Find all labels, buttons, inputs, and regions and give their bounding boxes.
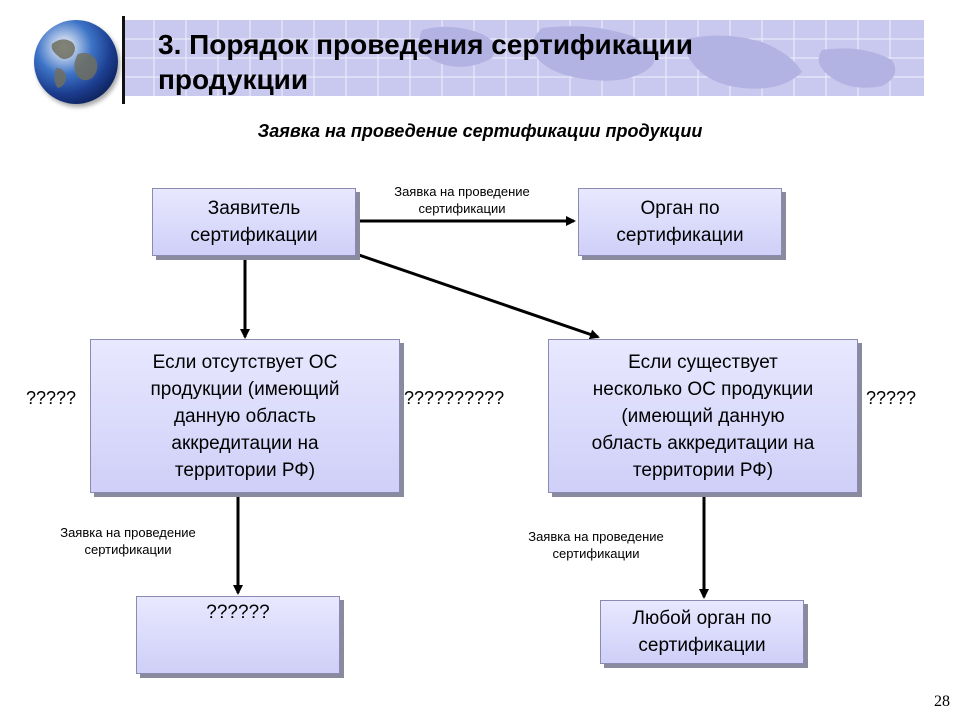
several-os-line-1: Если существует — [628, 351, 778, 373]
arrow-applicant-to-several — [355, 252, 600, 340]
top-arrow-label-line-1: Заявка на проведение — [394, 184, 530, 199]
several-os-box: Если существует несколько ОС продукции (… — [548, 339, 858, 493]
cert-body-line-1: Орган по — [640, 198, 720, 219]
no-os-line-3: данную область — [173, 405, 316, 427]
unknown-box-text: ?????? — [206, 602, 270, 623]
any-body-line-1: Любой орган по — [632, 608, 772, 629]
globe-icon — [34, 20, 118, 104]
right-arrow-label-line-2: сертификации — [552, 546, 640, 561]
cert-body-line-2: сертификации — [616, 225, 744, 246]
world-map-background — [122, 20, 924, 96]
top-arrow-label-line-2: сертификации — [418, 201, 506, 216]
no-os-box: Если отсутствует ОС продукции (имеющий д… — [90, 339, 400, 493]
right-arrow-label: Заявка на проведение сертификации — [506, 528, 686, 562]
no-os-line-4: аккредитации на — [171, 432, 319, 454]
top-arrow-label: Заявка на проведение сертификации — [372, 183, 552, 217]
no-os-line-1: Если отсутствует ОС — [152, 351, 338, 373]
question-marks-middle: ?????????? — [404, 388, 505, 408]
applicant-line-2: сертификации — [190, 225, 318, 246]
page-title-line-2: продукции — [158, 64, 309, 95]
several-os-line-3: (имеющий данную — [621, 405, 785, 427]
applicant-box: Заявитель сертификации — [152, 188, 356, 256]
page-title: 3. Порядок проведения сертификации проду… — [158, 27, 858, 97]
no-os-line-2: продукции (имеющий — [150, 378, 340, 400]
right-arrow-label-line-1: Заявка на проведение — [528, 529, 664, 544]
left-arrow-label-line-2: сертификации — [84, 542, 172, 557]
header-banner — [122, 20, 924, 96]
several-os-line-5: территории РФ) — [632, 459, 774, 481]
several-os-line-4: область аккредитации на — [591, 432, 815, 454]
subtitle: Заявка на проведение сертификации продук… — [257, 121, 703, 141]
page-number: 28 — [934, 693, 950, 710]
question-marks-right: ????? — [866, 388, 917, 408]
several-os-line-2: несколько ОС продукции — [592, 378, 814, 400]
page-title-line-1: 3. Порядок проведения сертификации — [158, 29, 693, 60]
unknown-box: ?????? — [136, 596, 340, 674]
no-os-line-5: территории РФ) — [174, 459, 316, 481]
left-arrow-label-line-1: Заявка на проведение — [60, 525, 196, 540]
any-body-box: Любой орган по сертификации — [600, 600, 804, 664]
any-body-line-2: сертификации — [638, 635, 766, 656]
applicant-line-1: Заявитель — [207, 198, 301, 219]
question-marks-left: ????? — [26, 388, 77, 408]
cert-body-box: Орган по сертификации — [578, 188, 782, 256]
left-arrow-label: Заявка на проведение сертификации — [38, 524, 218, 558]
header-divider — [122, 16, 125, 104]
